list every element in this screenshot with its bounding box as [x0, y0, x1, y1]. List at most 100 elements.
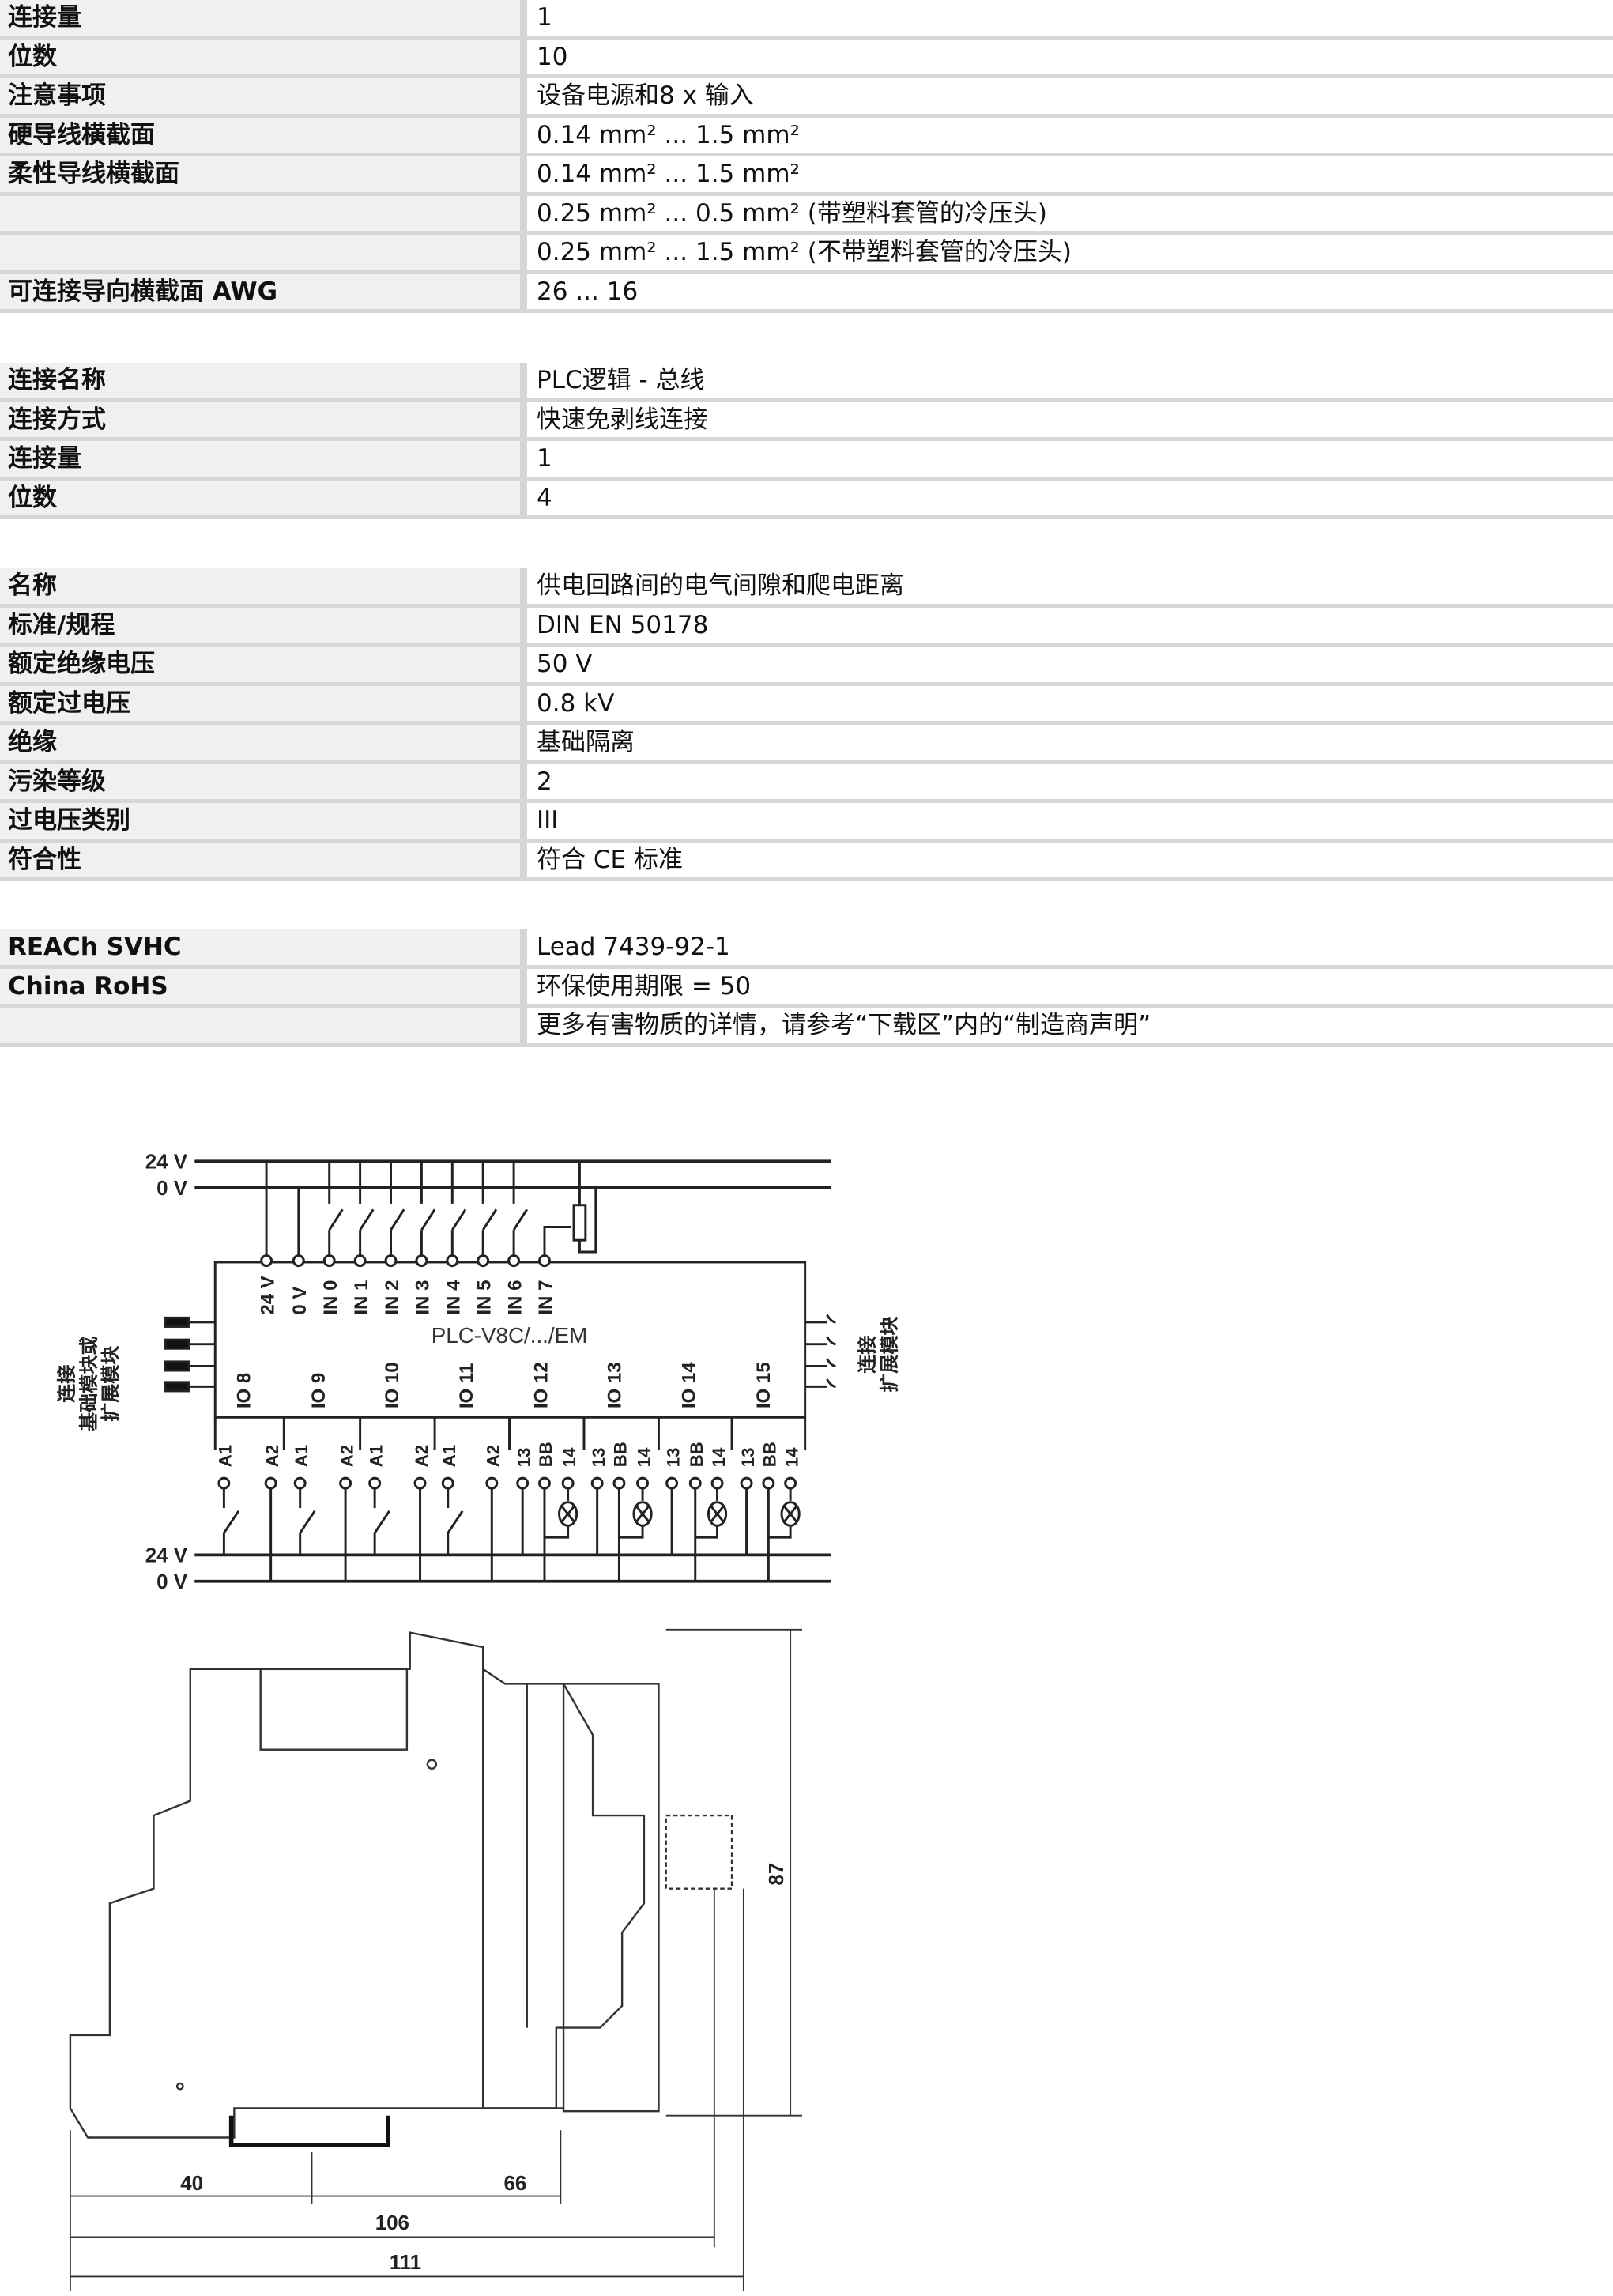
- rail-24v-label: 24 V: [145, 1151, 188, 1173]
- terminal-label: A2: [337, 1445, 356, 1467]
- terminal: [384, 1254, 398, 1268]
- housing-detail: [259, 1668, 409, 1751]
- terminal: [264, 1476, 277, 1490]
- terminal: [538, 1476, 551, 1490]
- terminal: [292, 1254, 305, 1268]
- row-label: 连接方式: [0, 402, 527, 437]
- terminal: [446, 1254, 459, 1268]
- din-rail: [228, 2115, 390, 2147]
- table-row: 0.25 mm² ... 0.5 mm² (带塑料套管的冷压头): [0, 195, 1613, 235]
- front-cover: [562, 1683, 660, 2113]
- connector-label: 基础模块或: [78, 1337, 100, 1431]
- terminal-label: 13: [514, 1448, 533, 1468]
- terminal-label: 13: [589, 1448, 609, 1468]
- switch: [390, 1208, 405, 1231]
- terminal: [477, 1254, 490, 1268]
- terminal: [415, 1254, 428, 1268]
- terminal: [688, 1476, 702, 1490]
- switch: [451, 1208, 467, 1231]
- terminal: [762, 1476, 775, 1490]
- lamp-icon: [783, 1506, 797, 1522]
- row-value: DIN EN 50178: [527, 607, 1613, 643]
- terminal: [561, 1476, 575, 1490]
- connector-label: 连接: [857, 1336, 879, 1374]
- module-name: PLC-V8C/.../EM: [432, 1323, 588, 1348]
- terminal: [260, 1254, 273, 1268]
- table-row: 更多有害物质的详情，请参考“下载区”内的“制造商声明”: [0, 1008, 1613, 1047]
- row-value: 符合 CE 标准: [527, 842, 1613, 877]
- plug-outline: [665, 1814, 733, 1890]
- wire: [578, 1187, 597, 1254]
- row-label: [0, 195, 527, 231]
- switch: [373, 1510, 390, 1534]
- row-value: 2: [527, 763, 1613, 799]
- wire: [768, 1525, 792, 1539]
- row-label: 标准/规程: [0, 607, 527, 643]
- terminal-label: 14: [560, 1447, 579, 1467]
- io-label: IO 8: [234, 1373, 255, 1408]
- table-row: 注意事项设备电源和8 x 输入: [0, 78, 1613, 118]
- terminal-label: BB: [687, 1442, 707, 1467]
- terminal: [612, 1476, 626, 1490]
- terminal-label: IN 1: [351, 1280, 372, 1314]
- dimension-66: 66: [504, 2173, 527, 2195]
- row-label: 柔性导线横截面: [0, 156, 527, 192]
- row-value: 0.14 mm² ... 1.5 mm²: [527, 117, 1613, 153]
- switch: [328, 1208, 344, 1231]
- lamp-icon: [635, 1506, 650, 1522]
- switch: [359, 1208, 375, 1231]
- terminal-label: IN 7: [535, 1280, 556, 1314]
- terminal: [636, 1476, 650, 1490]
- row-value: 0.25 mm² ... 1.5 mm² (不带塑料套管的冷压头): [527, 235, 1613, 270]
- terminal: [710, 1476, 724, 1490]
- io-label: IO 9: [308, 1373, 330, 1408]
- terminal-label: 24 V: [257, 1276, 278, 1315]
- row-label: REACh SVHC: [0, 929, 527, 965]
- housing-detail: [409, 1632, 564, 2109]
- wire: [695, 1525, 719, 1539]
- row-label: 连接量: [0, 0, 527, 36]
- terminal: [293, 1476, 307, 1490]
- row-label: [0, 1008, 527, 1043]
- io-label: IO 14: [679, 1362, 700, 1408]
- row-value: 设备电源和8 x 输入: [527, 78, 1613, 114]
- terminal-label: A1: [292, 1445, 311, 1467]
- row-value: 快速免剥线连接: [527, 402, 1613, 437]
- row-value: 供电回路间的电气间隙和爬电距离: [527, 568, 1613, 604]
- bus-connector-socket: [826, 1358, 836, 1367]
- terminal-label: IN 2: [382, 1280, 403, 1314]
- terminal-label: 13: [663, 1448, 683, 1468]
- row-label: 注意事项: [0, 78, 527, 114]
- terminal-label: A1: [439, 1445, 459, 1467]
- switch: [512, 1208, 528, 1231]
- terminal-label: 14: [634, 1447, 654, 1467]
- row-label: 名称: [0, 568, 527, 604]
- terminal: [217, 1476, 231, 1490]
- terminal: [339, 1476, 352, 1490]
- row-value: 1: [527, 0, 1613, 36]
- row-label: 连接量: [0, 441, 527, 477]
- terminal-label: IN 0: [320, 1280, 341, 1314]
- row-label: 绝缘: [0, 725, 527, 760]
- row-label: 硬导线横截面: [0, 117, 527, 153]
- terminal: [538, 1254, 551, 1268]
- lamp-icon: [561, 1506, 575, 1522]
- row-value: PLC逻辑 - 总线: [527, 363, 1613, 398]
- terminal-label: 13: [738, 1448, 758, 1468]
- row-value: 26 ... 16: [527, 273, 1613, 309]
- terminal: [665, 1476, 679, 1490]
- terminal: [740, 1476, 753, 1490]
- terminal-label: BB: [760, 1442, 780, 1467]
